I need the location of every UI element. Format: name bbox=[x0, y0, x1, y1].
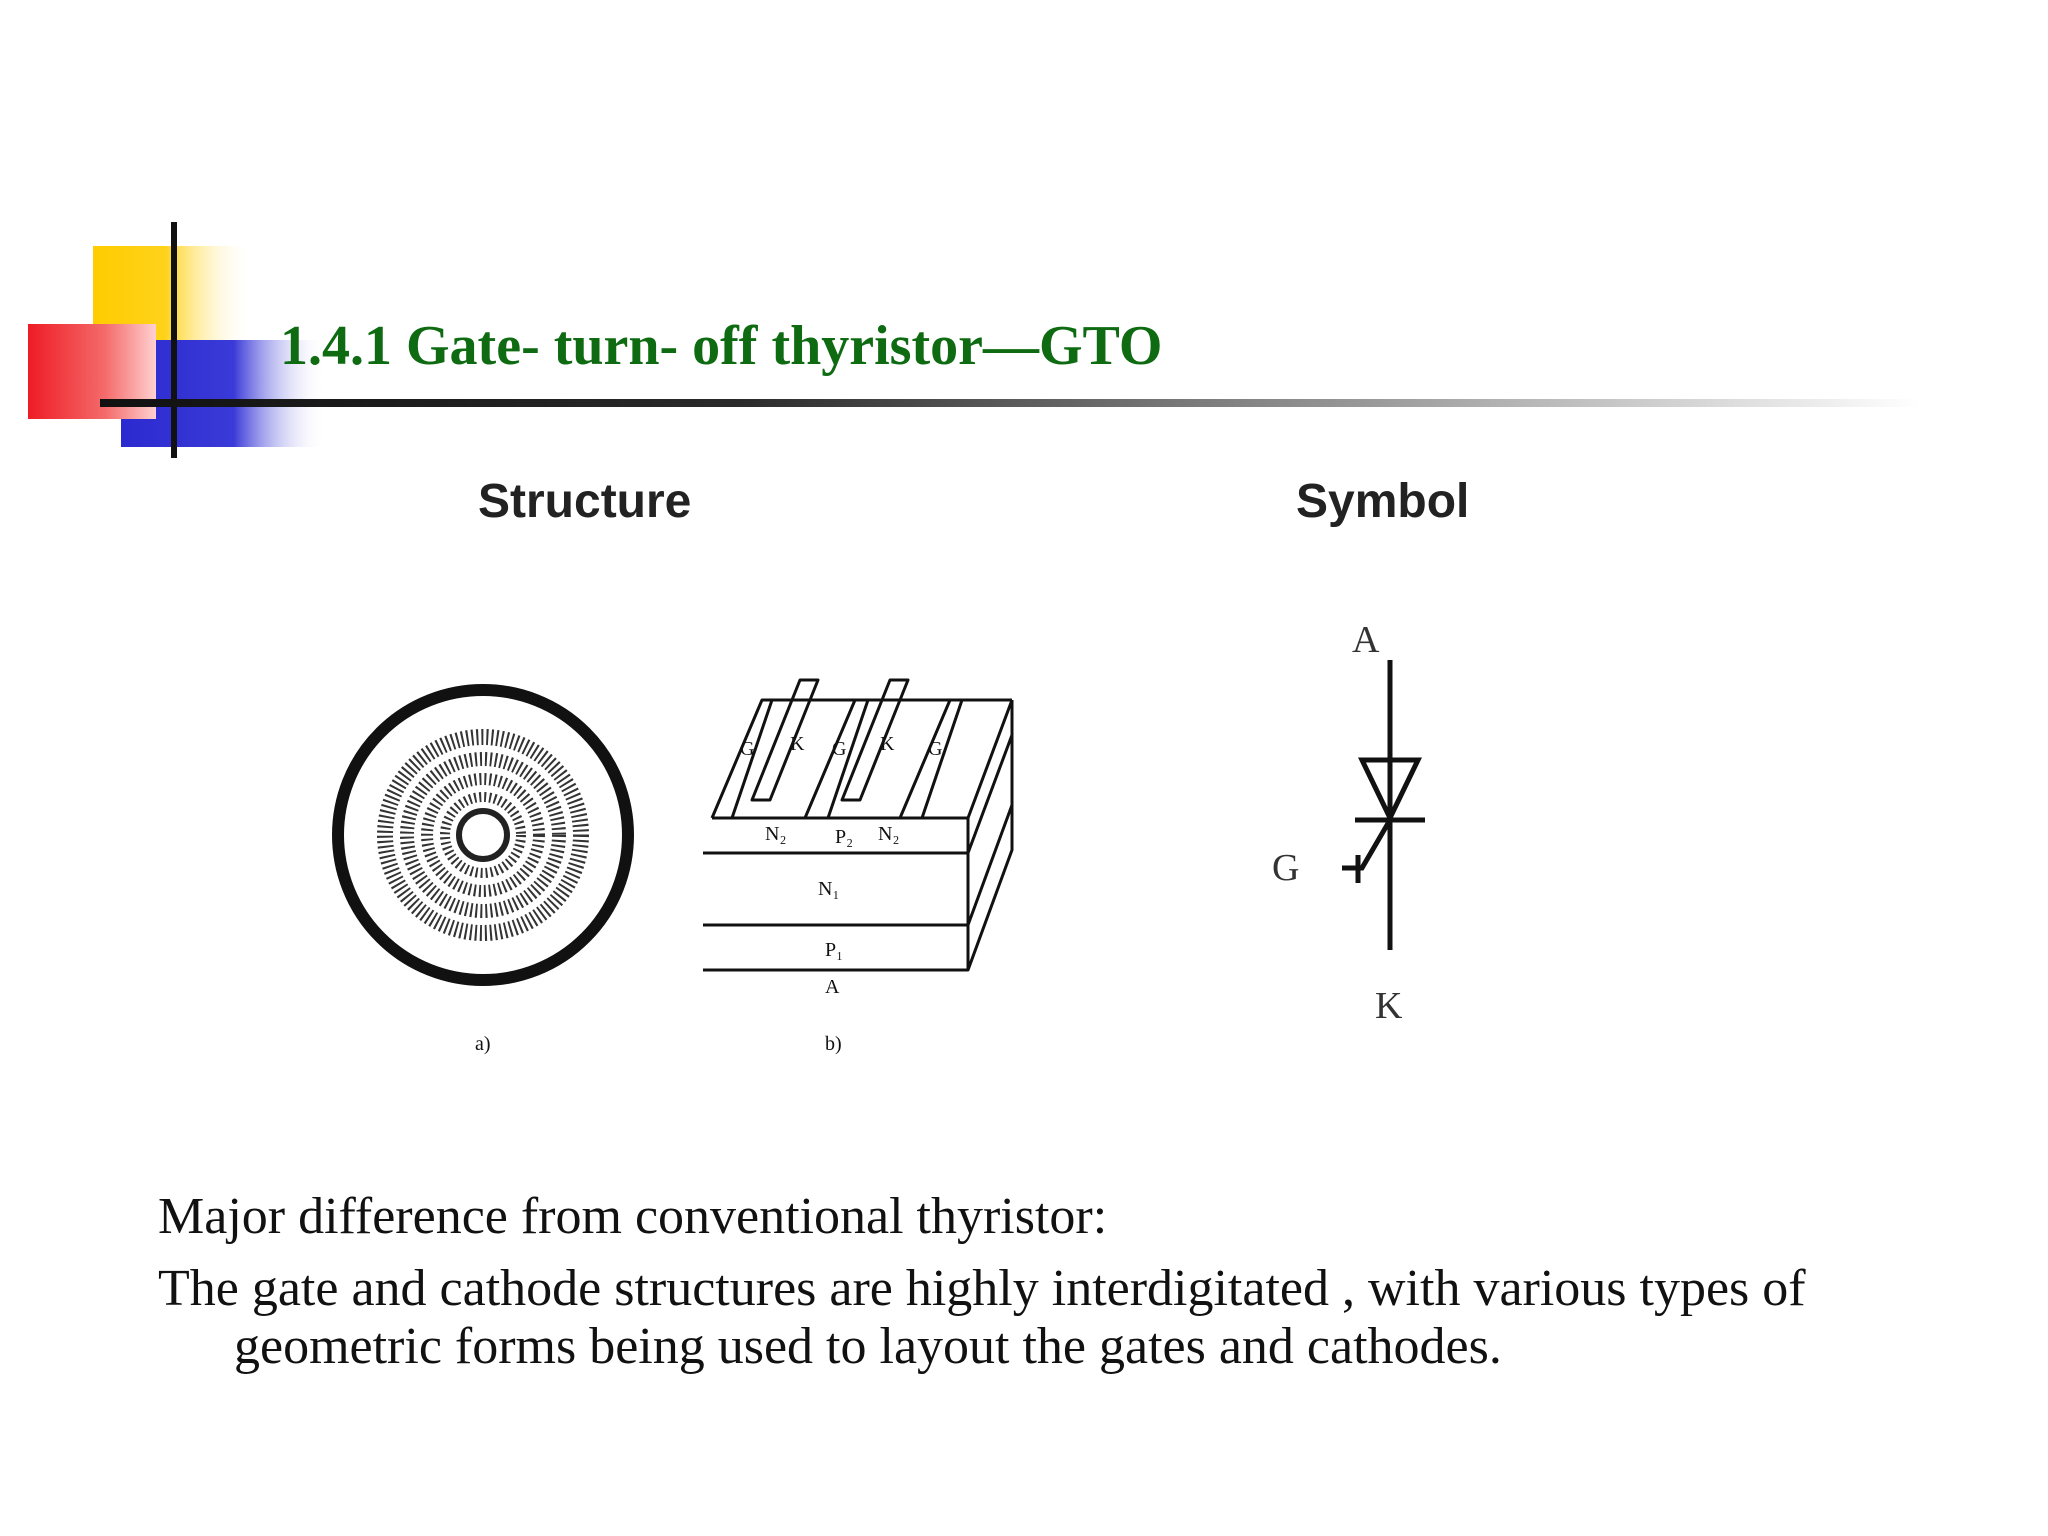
gto-top-view bbox=[332, 684, 634, 986]
symbol-label-gate: G bbox=[1272, 847, 1299, 889]
slide-title: 1.4.1 Gate- turn- off thyristor—GTO bbox=[280, 315, 1163, 377]
layer-label-p1: P₁ bbox=[825, 939, 843, 961]
layer-label-n1: N₁ bbox=[818, 878, 839, 900]
gto-symbol bbox=[1342, 660, 1425, 950]
structure-heading: Structure bbox=[478, 475, 692, 528]
finger-label-k1: K bbox=[790, 733, 805, 755]
layer-label-n2-left: N₂ bbox=[765, 823, 786, 845]
layer-label-anode: A bbox=[825, 976, 840, 998]
finger-label-g1: G bbox=[740, 738, 754, 760]
symbol-heading: Symbol bbox=[1296, 475, 1470, 528]
gto-figure: G K G K G N₂ P₂ N₂ N₁ P₁ A a) b) A G K bbox=[332, 619, 1425, 1055]
finger-label-g2: G bbox=[832, 738, 846, 760]
diode-triangle bbox=[1358, 757, 1422, 824]
center-ring bbox=[456, 808, 510, 862]
cathode-finger-2 bbox=[840, 678, 910, 802]
caption-b: b) bbox=[825, 1033, 842, 1055]
body-text: Major difference from conventional thyri… bbox=[158, 1188, 1958, 1377]
title-decoration bbox=[28, 222, 326, 458]
body-line-2: The gate and cathode structures are high… bbox=[158, 1260, 1806, 1376]
title-underline bbox=[100, 399, 1920, 407]
caption-a: a) bbox=[475, 1033, 491, 1055]
block-front-edge bbox=[966, 700, 1014, 972]
deco-vertical-bar bbox=[171, 222, 177, 458]
gto-cross-section bbox=[703, 678, 1014, 972]
layer-label-n2-right: N₂ bbox=[878, 823, 899, 845]
finger-ring-1 bbox=[377, 729, 589, 941]
cathode-finger-1 bbox=[750, 678, 820, 802]
side-junction-2 bbox=[966, 804, 1014, 926]
gate-lead bbox=[1342, 818, 1393, 871]
finger-ring-3 bbox=[421, 773, 545, 897]
finger-ring-2 bbox=[400, 752, 566, 918]
wafer-outer-ring bbox=[332, 684, 634, 986]
symbol-label-cathode: K bbox=[1375, 985, 1403, 1027]
body-line-1: Major difference from conventional thyri… bbox=[158, 1188, 1108, 1245]
symbol-label-anode: A bbox=[1352, 619, 1380, 661]
finger-label-g3: G bbox=[928, 738, 942, 760]
finger-ring-4 bbox=[440, 792, 526, 878]
layer-label-p2: P₂ bbox=[835, 826, 853, 848]
side-junction-1 bbox=[966, 734, 1014, 854]
finger-label-k2: K bbox=[880, 733, 895, 755]
